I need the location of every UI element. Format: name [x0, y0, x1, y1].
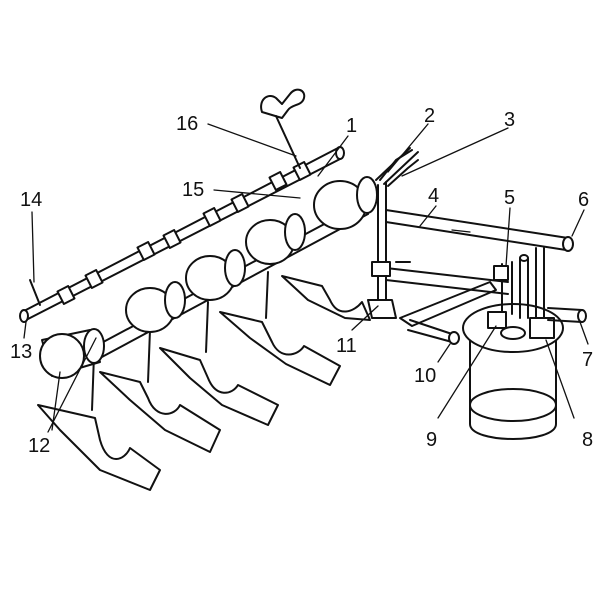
camshaft-upper	[21, 147, 339, 313]
leader-3	[401, 127, 509, 177]
crank-saddle-5	[281, 275, 371, 321]
bracket-11	[367, 299, 397, 319]
fuel-canister	[462, 247, 587, 440]
return-lines	[367, 147, 574, 345]
callout-7: 7	[582, 349, 593, 371]
leader-16	[207, 123, 297, 157]
cam-lobe-7	[268, 171, 288, 191]
cam-lobe-2	[84, 269, 104, 289]
callout-3: 3	[504, 109, 515, 131]
drum-1	[39, 328, 105, 379]
pipe-7-lower	[547, 319, 583, 323]
pipe-10-end	[448, 331, 460, 345]
callout-12: 12	[28, 435, 50, 457]
crank-saddle-group	[37, 275, 371, 491]
leader-12b	[51, 371, 61, 431]
drum-3	[185, 249, 246, 301]
callout-16: 16	[176, 113, 198, 135]
camshaft-stub	[29, 279, 41, 306]
feed-pipe-10	[399, 281, 497, 327]
leader-lines	[23, 123, 589, 433]
wrench-tool	[260, 88, 306, 169]
rod-2	[147, 329, 151, 383]
return-pipe-upper	[385, 209, 569, 239]
wrench-handle	[260, 88, 306, 119]
cam-lobe-6	[230, 193, 250, 213]
leader-5	[505, 207, 511, 267]
leader-6	[571, 209, 585, 237]
fitting-11	[371, 261, 391, 277]
callout-6: 6	[578, 189, 589, 211]
leader-14	[31, 211, 35, 283]
leader-1	[317, 135, 349, 177]
drum-4	[245, 213, 306, 265]
callout-9: 9	[426, 429, 437, 451]
callout-11: 11	[336, 335, 357, 357]
feed-pipe-lower	[385, 279, 509, 295]
port-9	[487, 311, 507, 329]
drum-2	[125, 281, 186, 333]
callout-1: 1	[346, 115, 357, 137]
crank-saddle-4	[219, 311, 341, 386]
callout-labels: 16 1 2 3 4 5 6 7 8 9 10 11 12 13 14 15	[10, 105, 593, 457]
pipe-center-top	[519, 254, 529, 262]
canister-inner-bottom	[469, 388, 557, 422]
camshaft-end	[335, 146, 345, 160]
drum-5	[313, 176, 378, 230]
leader-8	[545, 339, 575, 419]
callout-2: 2	[424, 105, 435, 127]
leader-11	[351, 305, 379, 331]
leader-10	[437, 343, 451, 363]
leader-4	[419, 205, 437, 227]
leader-2	[387, 123, 429, 173]
port-8	[529, 317, 555, 339]
pipe-7-end	[577, 309, 587, 323]
callout-14: 14	[20, 189, 42, 211]
return-hose-2	[379, 149, 413, 181]
rod-3	[205, 301, 209, 353]
callout-10: 10	[414, 365, 436, 387]
return-pipe-end-6	[562, 236, 574, 252]
camshaft-front-end	[19, 309, 29, 323]
callout-13: 13	[10, 341, 32, 363]
cam-lobe-4	[162, 229, 182, 249]
leader-15	[213, 189, 301, 199]
callout-5: 5	[504, 187, 515, 209]
callout-15: 15	[182, 179, 204, 201]
return-hose-3	[387, 159, 419, 187]
cam-lobe-1	[56, 285, 76, 305]
feed-pipe-upper	[385, 267, 509, 283]
cam-lobe-8	[292, 161, 312, 181]
cam-lobe-3	[136, 241, 156, 261]
leader-12a	[47, 337, 97, 433]
return-pipe-lower	[385, 221, 567, 251]
wrench-shaft	[275, 115, 301, 169]
camshaft-lower	[25, 157, 343, 321]
leader-13	[23, 321, 27, 339]
rod-4	[265, 271, 269, 319]
pipe-7-upper	[547, 307, 583, 311]
injector-drums	[39, 176, 378, 379]
pipe-10-run-lower	[407, 329, 453, 343]
crank-saddle-2	[99, 371, 221, 453]
crank-saddle-3	[159, 347, 279, 426]
leader-9	[437, 325, 497, 419]
pipe-10-run	[409, 319, 453, 335]
camshaft-rod	[19, 146, 345, 323]
flow-arrow-4	[451, 229, 471, 233]
canister-center-port	[500, 326, 526, 340]
fitting-5	[493, 265, 509, 281]
crank-saddle-1	[37, 404, 161, 491]
leader-7	[579, 321, 589, 345]
callout-4: 4	[428, 185, 439, 207]
cam-lobe-5	[202, 207, 222, 227]
callout-8: 8	[582, 429, 593, 451]
riser-elbow-2	[383, 151, 419, 185]
